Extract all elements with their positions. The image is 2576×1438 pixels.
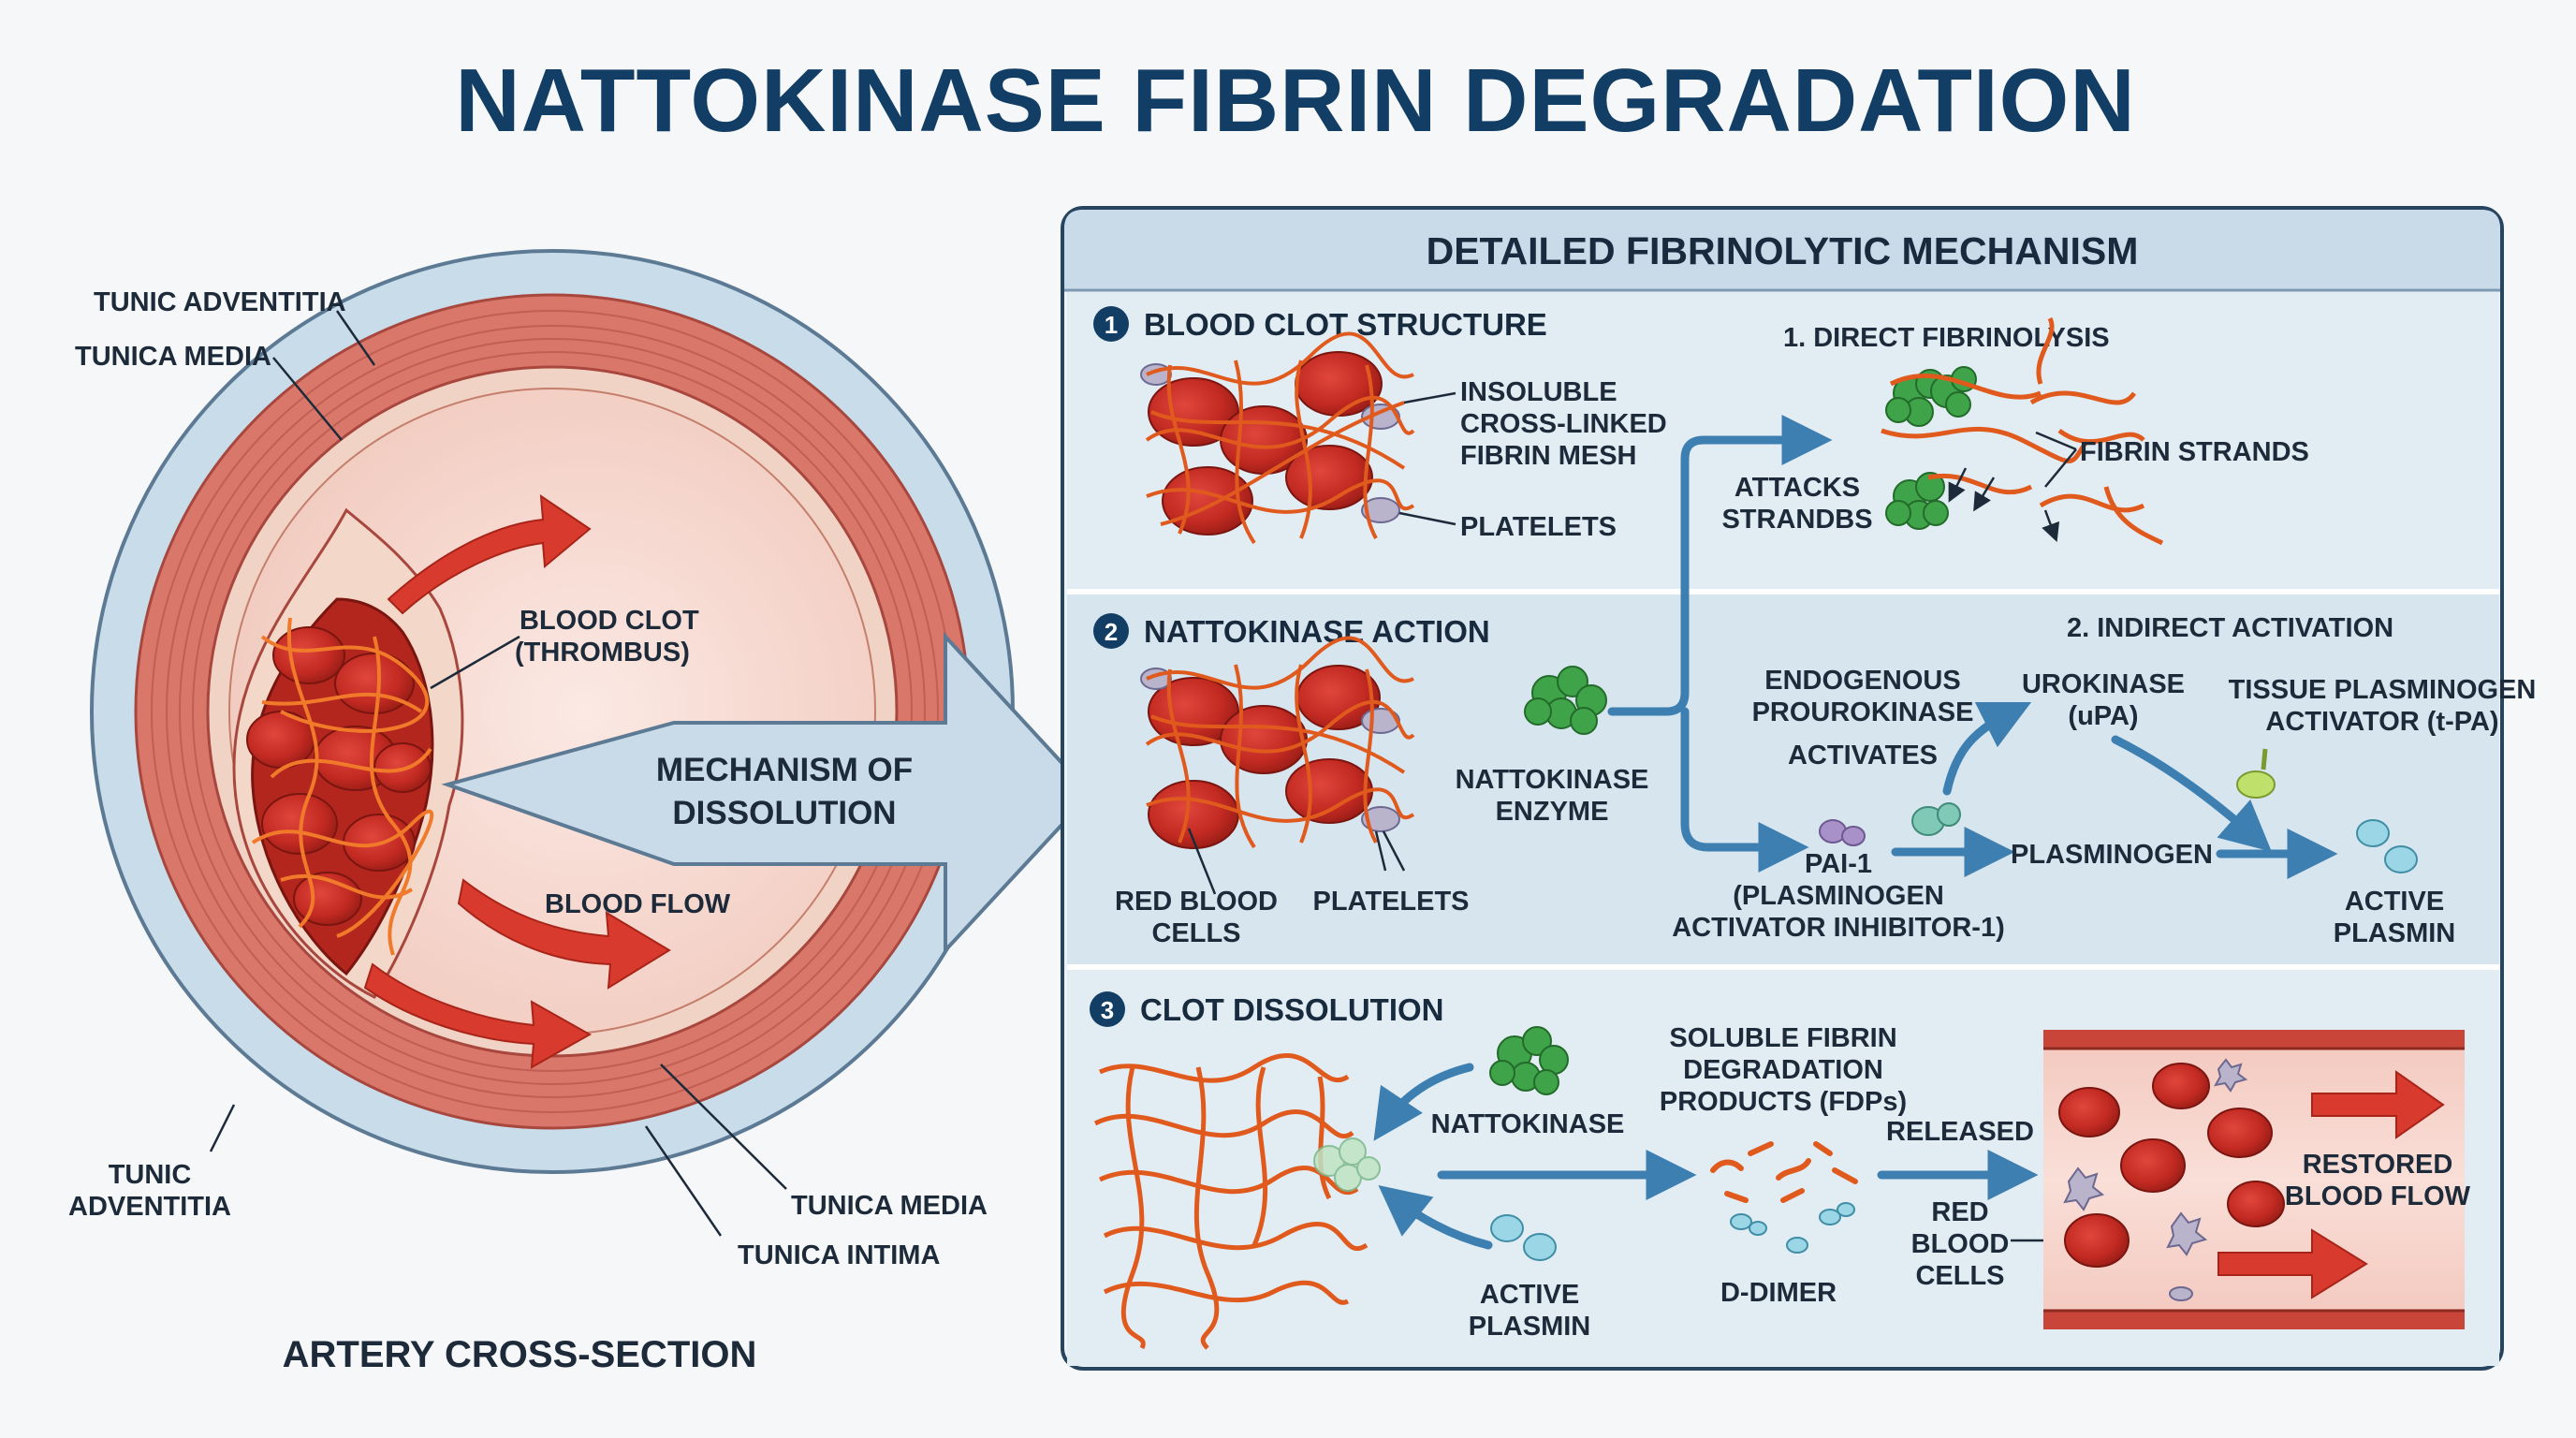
active-plasmin-label-line2: PLASMIN bbox=[2334, 918, 2456, 948]
section1-platelets-label: PLATELETS bbox=[1460, 512, 1617, 542]
restored-vessel: RESTORED BLOOD FLOW bbox=[2043, 1030, 2471, 1329]
fdp-label-line1: SOLUBLE FIBRIN bbox=[1669, 1023, 1896, 1053]
label-blood-clot-line1: BLOOD CLOT bbox=[520, 606, 699, 636]
fibrin-mesh-clot bbox=[1140, 331, 1415, 545]
clot-fibrin-strands bbox=[251, 617, 434, 956]
step1-number: 1 bbox=[1105, 311, 1118, 339]
label-tunic-adventitia-bottom-line1: TUNIC bbox=[109, 1160, 192, 1190]
attacks-label-line2: STRANDBS bbox=[1721, 505, 1872, 535]
pai1-label-line2: (PLASMINOGEN bbox=[1733, 881, 1944, 911]
tpa-label-line2: ACTIVATOR (t-PA) bbox=[2265, 707, 2498, 737]
panel-title: DETAILED FIBRINOLYTIC MECHANISM bbox=[1427, 229, 2139, 272]
page-title: NATTOKINASE FIBRIN DEGRADATION bbox=[455, 51, 2135, 151]
restored-flow-arrows bbox=[2217, 1070, 2445, 1299]
arrow-to-urokinase bbox=[1942, 701, 2032, 796]
section3-nattokinase-label: NATTOKINASE bbox=[1431, 1109, 1625, 1139]
arrow-plasmin-to-mesh bbox=[1378, 1184, 1493, 1250]
label-tunica-media-top: TUNICA MEDIA bbox=[75, 342, 271, 372]
arrow-to-pai1 bbox=[1680, 707, 1809, 873]
step3-number: 3 bbox=[1101, 996, 1114, 1024]
section3-rbc-line2: BLOOD bbox=[1911, 1229, 2010, 1259]
prouro-label-line1: ENDOGENOUS bbox=[1764, 666, 1960, 696]
section3-active-plasmin-line2: PLASMIN bbox=[1469, 1312, 1591, 1342]
label-tunica-intima-bottom: TUNICA INTIMA bbox=[738, 1240, 940, 1270]
section1-blood-clot-structure: 1 BLOOD CLOT STRUCTURE bbox=[1093, 306, 2309, 546]
indirect-activation-title: 2. INDIRECT ACTIVATION bbox=[2067, 613, 2393, 643]
step2-number: 2 bbox=[1105, 618, 1118, 646]
activates-label: ACTIVATES bbox=[1788, 741, 1938, 770]
artery-caption: ARTERY CROSS-SECTION bbox=[283, 1334, 757, 1375]
section3-active-plasmin-line1: ACTIVE bbox=[1480, 1280, 1579, 1310]
nattokinase-attacking-strands bbox=[1881, 316, 2164, 546]
section2-platelets-label: PLATELETS bbox=[1312, 887, 1469, 917]
d-dimer-fragments bbox=[1730, 1202, 1855, 1254]
section3-nattokinase-icon bbox=[1489, 1026, 1569, 1095]
arrow-nattokinase-to-mesh bbox=[1373, 1063, 1474, 1141]
restored-flow-line1: RESTORED bbox=[2303, 1150, 2453, 1180]
active-plasmin-molecule bbox=[2356, 819, 2418, 873]
mechanism-panel: DETAILED FIBRINOLYTIC MECHANISM 1 BLOOD … bbox=[1061, 206, 2537, 1371]
label-tunic-adventitia-bottom-line2: ADVENTITIA bbox=[68, 1192, 231, 1222]
active-plasmin-label-line1: ACTIVE bbox=[2345, 887, 2444, 917]
d-dimer-label: D-DIMER bbox=[1720, 1278, 1837, 1308]
mechanism-label-line2: DISSOLUTION bbox=[672, 795, 896, 831]
step1-badge bbox=[1093, 306, 1129, 342]
rbc-label-line1: RED BLOOD bbox=[1115, 887, 1278, 917]
label-tunic-adventitia-top: TUNIC ADVENTITIA bbox=[94, 287, 346, 317]
urokinase-label-line1: UROKINASE bbox=[2022, 669, 2185, 699]
fdp-label-line3: PRODUCTS (FDPs) bbox=[1660, 1087, 1907, 1117]
section1-title: BLOOD CLOT STRUCTURE bbox=[1144, 307, 1547, 342]
tpa-molecule bbox=[2236, 748, 2276, 799]
mesh-label-line2: CROSS-LINKED bbox=[1460, 409, 1667, 439]
urokinase-label-line2: (uPA) bbox=[2068, 701, 2138, 731]
mechanism-label-line1: MECHANISM OF bbox=[656, 752, 913, 788]
dissolving-fibrin-mesh bbox=[1093, 1052, 1368, 1350]
fibrin-strands-label: FIBRIN STRANDS bbox=[2080, 437, 2309, 467]
step3-badge bbox=[1090, 991, 1125, 1027]
section2-title: NATTOKINASE ACTION bbox=[1144, 614, 1490, 649]
section3-clot-dissolution: 3 CLOT DISSOLUTION NATT bbox=[1090, 991, 2471, 1350]
arrow-urokinase-to-plasmin bbox=[2111, 735, 2272, 852]
arrow-to-direct-fibrinolysis bbox=[1607, 415, 1833, 716]
clot-with-rbc-platelets bbox=[1140, 636, 1415, 849]
prourokinase-molecule bbox=[1911, 802, 1961, 836]
mesh-label-line3: FIBRIN MESH bbox=[1460, 441, 1637, 471]
restored-flow-line2: BLOOD FLOW bbox=[2285, 1181, 2471, 1211]
label-blood-clot-line2: (THROMBUS) bbox=[515, 638, 690, 668]
section3-rbc-line3: CELLS bbox=[1915, 1261, 2004, 1291]
pai1-label-line1: PAI-1 bbox=[1805, 849, 1872, 879]
attacks-label-line1: ATTACKS bbox=[1734, 473, 1860, 503]
artery-cross-section: MECHANISM OF DISSOLUTION TUNIC ADVENTITI… bbox=[68, 249, 1093, 1375]
rbc-label-line2: CELLS bbox=[1151, 918, 1240, 948]
direct-fibrinolysis-title: 1. DIRECT FIBRINOLYSIS bbox=[1783, 323, 2110, 353]
enzyme-label-line2: ENZYME bbox=[1496, 797, 1609, 827]
degrading-nattokinase bbox=[1313, 1137, 1381, 1192]
tpa-label-line1: TISSUE PLASMINOGEN bbox=[2229, 675, 2537, 705]
nattokinase-enzyme bbox=[1524, 666, 1607, 735]
section3-title: CLOT DISSOLUTION bbox=[1140, 992, 1444, 1027]
section2-nattokinase-action: 2 NATTOKINASE ACTION bbox=[1093, 415, 2537, 948]
blood-flow-arrows bbox=[363, 494, 671, 1069]
plasminogen-label: PLASMINOGEN bbox=[2011, 840, 2213, 870]
prouro-label-line2: PROUROKINASE bbox=[1752, 697, 1974, 727]
section3-rbc-line1: RED bbox=[1931, 1197, 1988, 1227]
pai1-label-line3: ACTIVATOR INHIBITOR-1) bbox=[1672, 913, 2005, 943]
mesh-label-line1: INSOLUBLE bbox=[1460, 377, 1617, 407]
label-blood-flow: BLOOD FLOW bbox=[545, 889, 731, 919]
pai1-molecule bbox=[1819, 819, 1866, 846]
step2-badge bbox=[1093, 613, 1129, 649]
enzyme-label-line1: NATTOKINASE bbox=[1456, 765, 1649, 795]
fdp-label-line2: DEGRADATION bbox=[1683, 1055, 1883, 1085]
released-label: RELEASED bbox=[1886, 1117, 2034, 1147]
panel-header bbox=[1064, 210, 2500, 290]
label-tunica-media-bottom: TUNICA MEDIA bbox=[791, 1191, 988, 1221]
section3-active-plasmin-icon bbox=[1490, 1214, 1557, 1261]
fdp-fragments bbox=[1710, 1141, 1858, 1203]
